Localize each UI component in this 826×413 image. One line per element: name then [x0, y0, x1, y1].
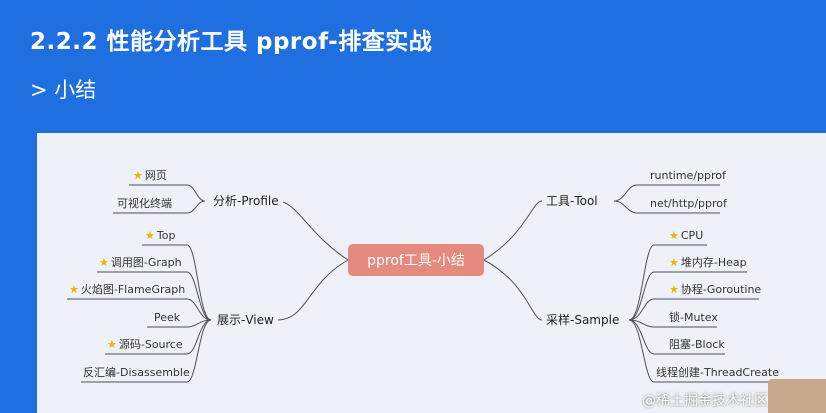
leaf-disassemble: 反汇编-Disassemble [83, 366, 190, 379]
slide-title: 2.2.2 性能分析工具 pprof-排查实战 [30, 29, 433, 55]
leaf-web: ★网页 [133, 169, 167, 182]
leaf-flamegraph: ★火焰图-FlameGraph [69, 283, 186, 296]
star-icon: ★ [669, 283, 679, 296]
star-icon: ★ [99, 256, 109, 269]
leaf-net-http-pprof: net/http/pprof [650, 197, 727, 210]
leaf-runtime-pprof: runtime/pprof [650, 169, 726, 182]
mindmap-connectors [67, 184, 782, 383]
star-icon: ★ [669, 256, 679, 269]
watermark: @稀土掘金技术社区 [642, 393, 768, 409]
webcam-avatar [768, 379, 826, 413]
leaf-graph: ★调用图-Graph [99, 256, 182, 269]
leaf-heap: ★堆内存-Heap [669, 256, 747, 269]
star-icon: ★ [69, 283, 79, 296]
leaf-source: ★源码-Source [107, 338, 183, 351]
branch-view: 展示-View [213, 312, 278, 328]
leaf-goroutine: ★协程-Goroutine [669, 283, 762, 296]
star-icon: ★ [145, 229, 155, 242]
leaf-block: 阻塞-Block [669, 338, 725, 351]
mindmap-center-node: pprof工具-小结 [348, 244, 484, 276]
star-icon: ★ [133, 169, 143, 182]
mindmap-panel: pprof工具-小结 分析-Profile ★网页 可视化终端 展示-View … [37, 133, 826, 413]
leaf-peek: Peek [154, 311, 181, 324]
leaf-visual-terminal: 可视化终端 [117, 197, 172, 210]
star-icon: ★ [669, 229, 679, 242]
leaf-mutex: 锁-Mutex [669, 311, 718, 324]
leaf-top: ★Top [145, 229, 176, 242]
leaf-cpu: ★CPU [669, 229, 704, 242]
branch-profile: 分析-Profile [209, 193, 283, 209]
star-icon: ★ [107, 338, 117, 351]
slide-subtitle: > 小结 [30, 78, 97, 102]
leaf-threadcreate: 线程创建-ThreadCreate [656, 366, 779, 379]
branch-sample: 采样-Sample [542, 312, 624, 328]
branch-tool: 工具-Tool [542, 193, 602, 209]
